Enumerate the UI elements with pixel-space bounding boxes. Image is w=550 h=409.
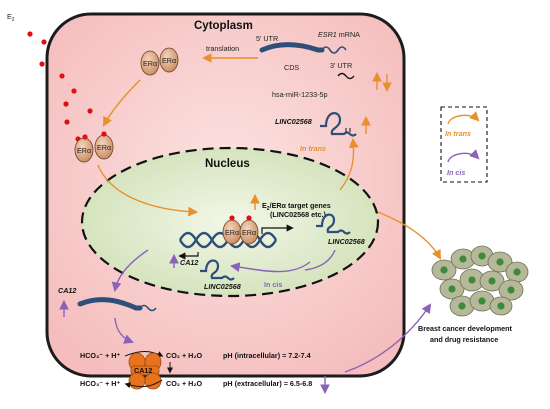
e2-dot xyxy=(41,39,47,45)
legend-trans-arrow xyxy=(447,111,480,125)
mirna-label: hsa-miR-1233-5p xyxy=(272,90,328,99)
ph-intracellular: pH (intracellular) = 7.2-7.4 xyxy=(223,351,311,360)
legend: In trans In cis xyxy=(440,106,488,183)
ph-extracellular: pH (extracellular) = 6.5-6.8 xyxy=(223,379,312,388)
era-label: ERα xyxy=(162,56,176,65)
co2-intracellular: CO₂ + H₂O xyxy=(166,351,203,360)
era-pair-bound: ERα ERα xyxy=(74,131,114,163)
ca12-mrna xyxy=(77,297,157,312)
e2-dot xyxy=(27,31,33,37)
cds-label: CDS xyxy=(284,63,299,72)
in-trans-cyto-label: In trans xyxy=(300,144,326,153)
ca12-protein: CA12 xyxy=(128,352,162,390)
era-label: ERα xyxy=(242,228,256,237)
e2-dot xyxy=(64,119,70,125)
cis-target-arrow xyxy=(304,249,336,271)
trans-export-arrow xyxy=(339,137,359,191)
e2-dot xyxy=(71,88,77,94)
era-to-bound-arrow xyxy=(103,79,141,127)
e2-dot xyxy=(39,61,45,67)
in-cis-nucleus-label: In cis xyxy=(264,280,282,289)
ca12-translation-arrow xyxy=(114,317,134,344)
linc-cyto-label: LINC02568 xyxy=(275,117,312,126)
cis-arrow xyxy=(229,261,311,273)
ca12-protein-label: CA12 xyxy=(134,366,152,375)
legend-cis-arrow xyxy=(447,149,480,163)
linc02568-nucleus-bottom: LINC02568 xyxy=(200,259,241,291)
era-label: ERα xyxy=(77,146,91,155)
target-genes-label-1: E2/ERα target genes xyxy=(262,201,331,212)
hco3-extracellular: HCO₃⁻ + H⁺ xyxy=(80,379,120,388)
outcome-line-1: Breast cancer development xyxy=(418,324,512,333)
era-label: ERα xyxy=(225,228,239,237)
reaction-arrow-in xyxy=(124,351,164,357)
legend-cis-label: In cis xyxy=(447,168,465,177)
ca12-export-arrow xyxy=(111,249,149,293)
translation-label: translation xyxy=(206,44,239,53)
cis-to-tumor-arrow xyxy=(344,303,432,373)
linc02568-nucleus-right: LINC02568 xyxy=(316,213,365,246)
legend-trans-label: In trans xyxy=(445,129,471,138)
ca12-mrna-label: CA12 xyxy=(58,286,76,295)
e2-dot xyxy=(87,108,93,114)
co2-extracellular: CO₂ + H₂O xyxy=(166,379,203,388)
ca12-gene-label: CA12 xyxy=(180,258,198,267)
target-genes-label-2: (LINC02568 etc.) xyxy=(270,210,327,219)
linc02568-cytoplasm: LINC02568 xyxy=(275,112,357,137)
e2-label: E2 xyxy=(7,12,15,23)
mirna: hsa-miR-1233-5p xyxy=(272,72,355,99)
linc-right-label: LINC02568 xyxy=(328,237,365,246)
estrogen-molecules xyxy=(27,31,93,142)
era-label: ERα xyxy=(143,59,157,68)
e2-dot xyxy=(59,73,65,79)
utr3-label: 3' UTR xyxy=(330,61,352,70)
tss-arrow-left xyxy=(178,252,199,260)
e2-dot xyxy=(63,101,69,107)
hco3-intracellular: HCO₃⁻ + H⁺ xyxy=(80,351,120,360)
era-pair-cytoplasm: ERα ERα xyxy=(140,47,179,76)
cytoplasm-title: Cytoplasm xyxy=(194,20,253,32)
nucleus-title: Nucleus xyxy=(205,158,250,170)
tss-arrow-right xyxy=(261,224,294,234)
esr1-mrna: 5' UTR ESR1 mRNA 3' UTR CDS xyxy=(256,30,360,72)
trans-to-tumor-arrow xyxy=(377,211,442,260)
outcome-line-2: and drug resistance xyxy=(430,335,498,344)
tumor-cluster xyxy=(431,245,529,317)
utr5-label: 5' UTR xyxy=(256,34,278,43)
era-pair-dna: ERα ERα xyxy=(222,215,259,245)
era-label: ERα xyxy=(97,143,111,152)
reaction-arrow-out xyxy=(124,379,163,389)
era-translocation-arrow xyxy=(97,164,199,217)
linc-nucleus-label: LINC02568 xyxy=(204,282,241,291)
esr1-mrna-label: ESR1 mRNA xyxy=(318,30,360,39)
